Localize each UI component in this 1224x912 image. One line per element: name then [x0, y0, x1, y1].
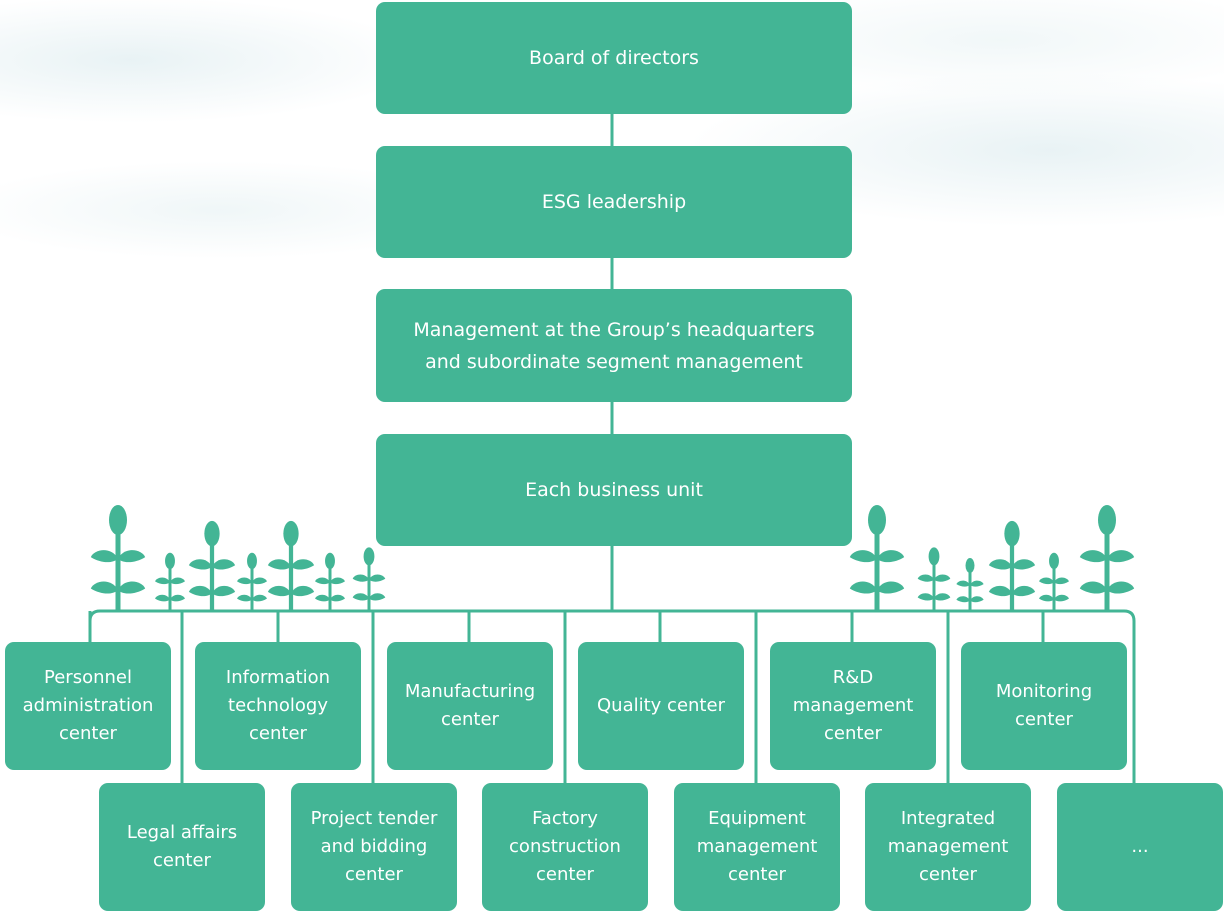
sprout-icon [988, 520, 1036, 611]
information-technology-center-box: Information technology center [195, 642, 361, 770]
center-label: Integrated management center [887, 808, 1009, 885]
factory-construction-center-box: Factory construction center [482, 783, 648, 911]
sprout-icon [352, 547, 386, 611]
center-label: Monitoring center [995, 681, 1093, 730]
sprout-icon [1039, 552, 1069, 611]
rnd-management-center-box: R&D management center [770, 642, 936, 770]
sprout-icon [315, 552, 345, 611]
manufacturing-center-box: Manufacturing center [387, 642, 553, 770]
more-centers-box: ... [1057, 783, 1223, 911]
business-unit-box: Each business unit [376, 434, 852, 546]
project-tender-bidding-center-box: Project tender and bidding center [291, 783, 457, 911]
sprout-icon [188, 520, 236, 611]
group-management-box: Management at the Group’s headquarters a… [376, 289, 852, 402]
sprout-icon [237, 552, 267, 611]
personnel-administration-center-box: Personnel administration center [5, 642, 171, 770]
sprout-icon [155, 552, 185, 611]
center-label: Factory construction center [509, 808, 621, 885]
board-of-directors-label: Board of directors [529, 47, 699, 69]
sprout-icon [1079, 505, 1135, 611]
center-label: Equipment management center [696, 808, 818, 885]
business-unit-label: Each business unit [525, 479, 703, 501]
center-label: Personnel administration center [22, 667, 154, 744]
integrated-management-center-box: Integrated management center [865, 783, 1031, 911]
center-label: Legal affairs center [126, 822, 238, 871]
center-label: Information technology center [225, 667, 331, 744]
sprout-icon [849, 505, 905, 611]
sprout-icon [956, 558, 984, 611]
sprout-icon [917, 547, 951, 611]
legal-affairs-center-box: Legal affairs center [99, 783, 265, 911]
quality-center-box: Quality center [578, 642, 744, 770]
equipment-management-center-box: Equipment management center [674, 783, 840, 911]
plant-decoration [90, 505, 1135, 611]
board-of-directors-box: Board of directors [376, 2, 852, 114]
esg-leadership-box: ESG leadership [376, 146, 852, 258]
group-management-label: Management at the Group’s headquarters a… [413, 318, 815, 373]
monitoring-center-box: Monitoring center [961, 642, 1127, 770]
center-label: Project tender and bidding center [310, 808, 438, 885]
center-label: Quality center [597, 695, 725, 716]
center-label: Manufacturing center [404, 681, 536, 730]
center-label: R&D management center [792, 667, 914, 744]
sprout-icon [90, 505, 146, 611]
center-label: ... [1131, 836, 1149, 857]
esg-leadership-label: ESG leadership [541, 191, 687, 213]
sprout-icon [267, 520, 315, 611]
